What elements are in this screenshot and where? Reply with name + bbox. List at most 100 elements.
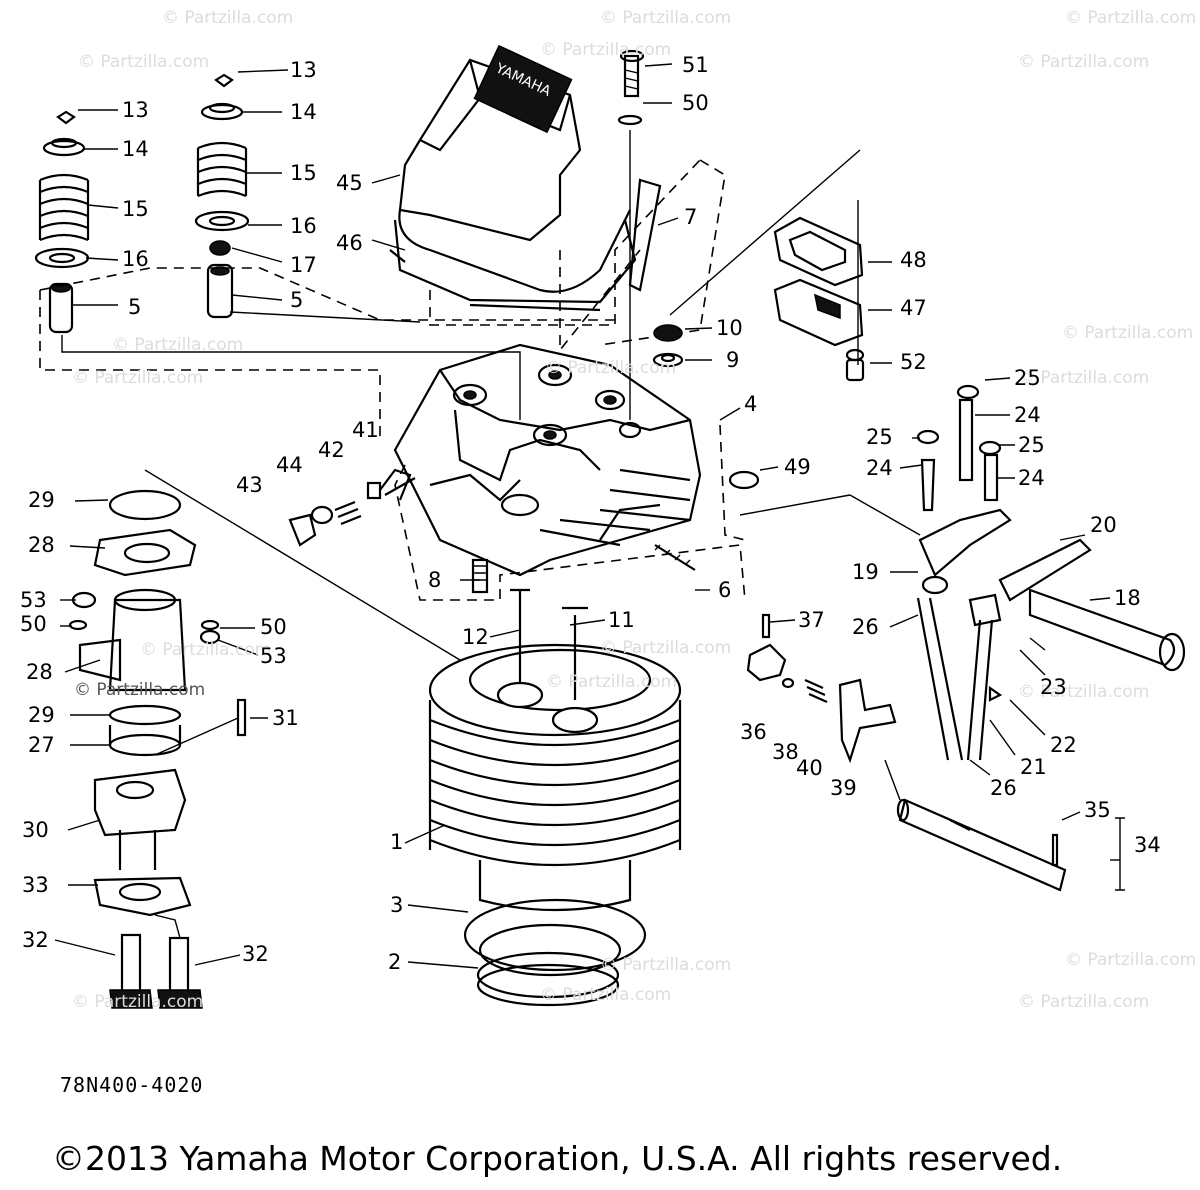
watermark: © Partzilla.com bbox=[72, 368, 204, 388]
callout-part-12[interactable]: 12 bbox=[462, 625, 489, 649]
callout-part-26[interactable]: 26 bbox=[852, 615, 879, 639]
callout-part-32[interactable]: 32 bbox=[22, 928, 49, 952]
callout-part-41[interactable]: 41 bbox=[352, 418, 379, 442]
callout-part-50[interactable]: 50 bbox=[682, 91, 709, 115]
callout-part-15[interactable]: 15 bbox=[290, 161, 317, 185]
valve-stack-left bbox=[34, 110, 90, 334]
callout-part-25[interactable]: 25 bbox=[1018, 433, 1045, 457]
valve-stack-right bbox=[194, 73, 250, 319]
callout-part-17[interactable]: 17 bbox=[290, 253, 317, 277]
callout-part-36[interactable]: 36 bbox=[740, 720, 767, 744]
callout-part-38[interactable]: 38 bbox=[772, 740, 799, 764]
callout-part-50[interactable]: 50 bbox=[20, 612, 47, 636]
stud bbox=[628, 178, 662, 292]
watermark: © Partzilla.com bbox=[78, 52, 210, 72]
callout-part-5[interactable]: 5 bbox=[128, 295, 142, 319]
callout-part-49[interactable]: 49 bbox=[784, 455, 811, 479]
callout-part-25[interactable]: 25 bbox=[1014, 366, 1041, 390]
callout-part-43[interactable]: 43 bbox=[236, 473, 263, 497]
leader-lines bbox=[54, 63, 1120, 969]
watermark: © Partzilla.com bbox=[1018, 52, 1150, 72]
tensioner-parts bbox=[746, 613, 897, 764]
callout-part-42[interactable]: 42 bbox=[318, 438, 345, 462]
callout-part-1[interactable]: 1 bbox=[390, 830, 404, 854]
callout-part-23[interactable]: 23 bbox=[1040, 675, 1067, 699]
callout-part-30[interactable]: 30 bbox=[22, 818, 49, 842]
callout-part-9[interactable]: 9 bbox=[726, 348, 740, 372]
callout-part-34[interactable]: 34 bbox=[1134, 833, 1161, 857]
watermark: © Partzilla.com bbox=[545, 358, 677, 378]
callout-part-22[interactable]: 22 bbox=[1050, 733, 1077, 757]
callout-part-14[interactable]: 14 bbox=[122, 137, 149, 161]
watermark: © Partzilla.com bbox=[1018, 682, 1150, 702]
watermark: © Partzilla.com bbox=[140, 640, 272, 660]
callout-part-29[interactable]: 29 bbox=[28, 703, 55, 727]
callout-part-20[interactable]: 20 bbox=[1090, 513, 1117, 537]
callout-part-4[interactable]: 4 bbox=[744, 392, 758, 416]
watermark: © Partzilla.com bbox=[600, 8, 732, 28]
callout-part-27[interactable]: 27 bbox=[28, 733, 55, 757]
callout-part-35[interactable]: 35 bbox=[1084, 798, 1111, 822]
callout-part-28[interactable]: 28 bbox=[26, 660, 53, 684]
callout-part-40[interactable]: 40 bbox=[796, 756, 823, 780]
copyright-notice: ©2013 Yamaha Motor Corporation, U.S.A. A… bbox=[52, 1139, 1063, 1178]
callout-part-37[interactable]: 37 bbox=[798, 608, 825, 632]
callout-part-32[interactable]: 32 bbox=[242, 942, 269, 966]
watermark: © Partzilla.com bbox=[162, 8, 294, 28]
callout-part-3[interactable]: 3 bbox=[390, 893, 404, 917]
callout-part-31[interactable]: 31 bbox=[272, 706, 299, 730]
watermark: © Partzilla.com bbox=[540, 985, 672, 1005]
callout-part-13[interactable]: 13 bbox=[122, 98, 149, 122]
callout-part-14[interactable]: 14 bbox=[290, 100, 317, 124]
callout-part-10[interactable]: 10 bbox=[716, 316, 743, 340]
pin-6 bbox=[654, 544, 696, 571]
callout-part-53[interactable]: 53 bbox=[20, 588, 47, 612]
camshaft bbox=[884, 759, 1125, 892]
callout-part-24[interactable]: 24 bbox=[866, 456, 893, 480]
callout-part-39[interactable]: 39 bbox=[830, 776, 857, 800]
reed-plate-assembly bbox=[773, 200, 865, 382]
callout-part-6[interactable]: 6 bbox=[718, 578, 732, 602]
callout-part-8[interactable]: 8 bbox=[428, 568, 442, 592]
callout-part-24[interactable]: 24 bbox=[1018, 466, 1045, 490]
callout-part-19[interactable]: 19 bbox=[852, 560, 879, 584]
callout-part-16[interactable]: 16 bbox=[290, 214, 317, 238]
watermark: © Partzilla.com bbox=[600, 955, 732, 975]
watermark: © Partzilla.com bbox=[1018, 992, 1150, 1012]
callout-part-46[interactable]: 46 bbox=[336, 231, 363, 255]
callout-part-26[interactable]: 26 bbox=[990, 776, 1017, 800]
callout-part-25[interactable]: 25 bbox=[866, 425, 893, 449]
watermark: © Partzilla.com bbox=[1065, 950, 1197, 970]
callout-part-24[interactable]: 24 bbox=[1014, 403, 1041, 427]
callout-part-53[interactable]: 53 bbox=[260, 644, 287, 668]
callout-part-13[interactable]: 13 bbox=[290, 58, 317, 82]
callout-part-11[interactable]: 11 bbox=[608, 608, 635, 632]
callout-part-45[interactable]: 45 bbox=[336, 171, 363, 195]
callout-part-48[interactable]: 48 bbox=[900, 248, 927, 272]
callout-part-5[interactable]: 5 bbox=[290, 288, 304, 312]
watermark: © Partzilla.com bbox=[112, 335, 244, 355]
callout-part-2[interactable]: 2 bbox=[388, 950, 402, 974]
watermark: © Partzilla.com bbox=[600, 638, 732, 658]
callout-part-16[interactable]: 16 bbox=[122, 247, 149, 271]
rocker-assembly bbox=[916, 384, 1186, 761]
callout-part-28[interactable]: 28 bbox=[28, 533, 55, 557]
callout-part-7[interactable]: 7 bbox=[684, 205, 698, 229]
callout-part-50[interactable]: 50 bbox=[260, 615, 287, 639]
watermark: © Partzilla.com bbox=[1018, 368, 1150, 388]
cylinder bbox=[428, 588, 682, 1007]
callout-part-21[interactable]: 21 bbox=[1020, 755, 1047, 779]
watermark: © Partzilla.com bbox=[540, 40, 672, 60]
callout-part-18[interactable]: 18 bbox=[1114, 586, 1141, 610]
watermark: © Partzilla.com bbox=[74, 680, 206, 700]
head-cover: YAMAHA bbox=[389, 44, 701, 353]
callout-part-52[interactable]: 52 bbox=[900, 350, 927, 374]
callout-part-15[interactable]: 15 bbox=[122, 197, 149, 221]
callout-part-51[interactable]: 51 bbox=[682, 53, 709, 77]
callout-part-33[interactable]: 33 bbox=[22, 873, 49, 897]
watermark: © Partzilla.com bbox=[1065, 8, 1197, 28]
callout-part-29[interactable]: 29 bbox=[28, 488, 55, 512]
callout-part-47[interactable]: 47 bbox=[900, 296, 927, 320]
callout-part-44[interactable]: 44 bbox=[276, 453, 303, 477]
